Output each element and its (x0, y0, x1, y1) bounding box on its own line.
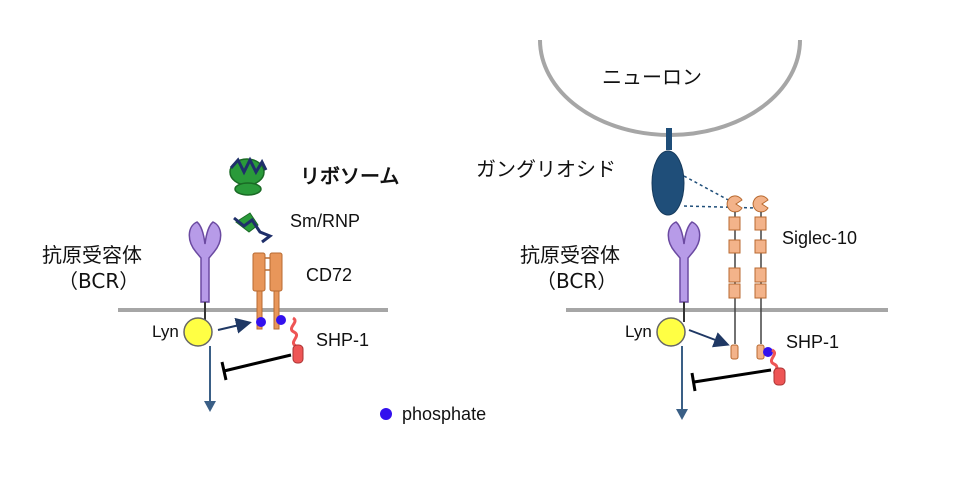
ganglioside-stalk (666, 128, 672, 150)
left-inhibition-bar (220, 353, 292, 381)
left-lyn-label: Lyn (152, 322, 179, 341)
left-panel: 抗原受容体 （BCR） リボソーム Sm/RNP CD72 (42, 156, 399, 412)
neuron-label: ニューロン (602, 65, 702, 89)
siglec10-chain (752, 195, 769, 360)
right-inhibition-bar (690, 368, 772, 392)
right-bcr-receptor (667, 221, 701, 322)
left-bcr-receptor (188, 221, 222, 322)
binding-line (683, 205, 757, 209)
left-bcr-label-line1: 抗原受容体 (42, 243, 142, 267)
phosphate-dot (256, 317, 266, 327)
right-panel: ニューロン ガングリオシド 抗原受容体 （BCR） (476, 39, 888, 420)
siglec10-chain (726, 195, 743, 360)
right-lyn-label: Lyn (625, 322, 652, 341)
left-lyn-arrow (217, 317, 252, 334)
phosphate-legend-dot (380, 408, 392, 420)
ganglioside-body (651, 150, 685, 216)
siglec10-label: Siglec-10 (782, 228, 857, 248)
left-bcr-label-line2: （BCR） (58, 269, 139, 293)
cd72-label: CD72 (306, 265, 352, 285)
ganglioside-label: ガングリオシド (476, 157, 616, 181)
cd72-receptor (252, 252, 283, 330)
right-signal-arrowhead (676, 409, 688, 420)
sm-rnp-label: Sm/RNP (290, 211, 360, 231)
left-signal-arrowhead (204, 401, 216, 412)
right-bcr-label-line2: （BCR） (536, 269, 617, 293)
ribosome-label: リボソーム (300, 164, 399, 188)
right-shp1-label: SHP-1 (786, 332, 839, 352)
left-shp1 (290, 316, 304, 364)
left-lyn (183, 317, 213, 347)
ribosome-icon (229, 156, 268, 196)
phosphate-dot (763, 347, 773, 357)
right-lyn (656, 317, 686, 347)
phosphate-legend-label: phosphate (402, 404, 486, 424)
phosphate-dot (276, 315, 286, 325)
left-shp1-label: SHP-1 (316, 330, 369, 350)
sm-rnp-icon (233, 212, 274, 244)
right-bcr-label-line1: 抗原受容体 (520, 243, 620, 267)
right-lyn-arrow (688, 329, 730, 348)
binding-line (683, 175, 733, 203)
right-shp1 (769, 348, 786, 386)
